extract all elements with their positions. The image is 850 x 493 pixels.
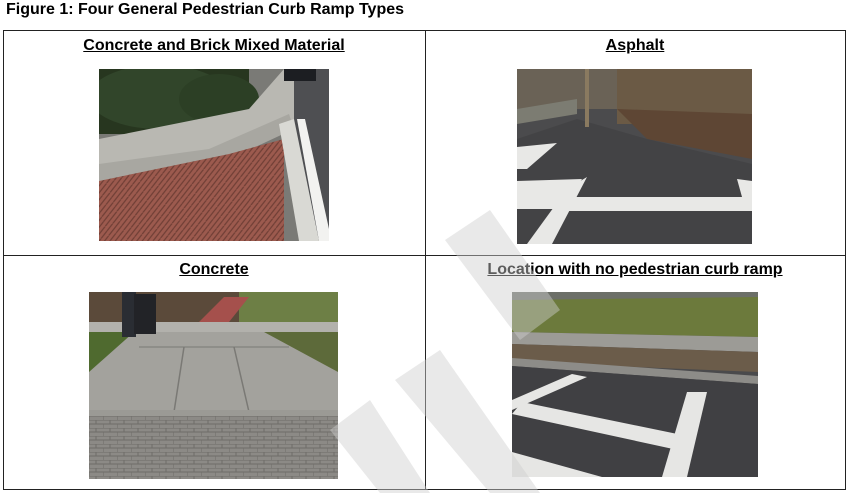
photo-concrete-ramp [89, 292, 338, 479]
figure-table [3, 30, 846, 490]
panel-caption-concrete: Concrete [179, 261, 249, 278]
table-divider-vertical [425, 31, 426, 489]
photo-mixed-material-ramp [99, 69, 329, 241]
photo-no-curb-ramp [512, 292, 758, 477]
figure-title: Figure 1: Four General Pedestrian Curb R… [6, 1, 405, 18]
table-divider-horizontal [4, 255, 845, 256]
panel-caption-mixed-material: Concrete and Brick Mixed Material [83, 37, 345, 54]
panel-caption-asphalt: Asphalt [605, 37, 665, 54]
photo-asphalt-ramp [517, 69, 752, 244]
panel-caption-no-ramp: Location with no pedestrian curb ramp [487, 261, 783, 278]
